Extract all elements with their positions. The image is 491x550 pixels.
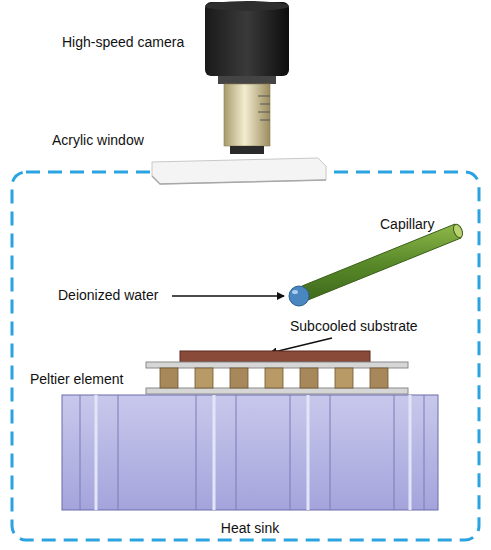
peltier-element [146,362,408,394]
high-speed-camera [205,1,289,154]
title-label: High-speed camera [62,34,184,51]
part-label: Peltier element [30,371,123,388]
substrate [180,351,370,362]
water-droplet [289,286,309,306]
part-label: Deionized water [58,287,158,304]
capillary [289,223,464,306]
chamber-outline [12,172,479,540]
part-label: Capillary [380,216,434,233]
part-label: Heat sink [221,520,279,537]
acrylic-window [152,158,326,184]
part-label: Subcooled substrate [290,318,418,335]
part-label: Acrylic window [52,132,144,149]
heat-sink [62,395,438,510]
leader-arrow [172,295,284,297]
